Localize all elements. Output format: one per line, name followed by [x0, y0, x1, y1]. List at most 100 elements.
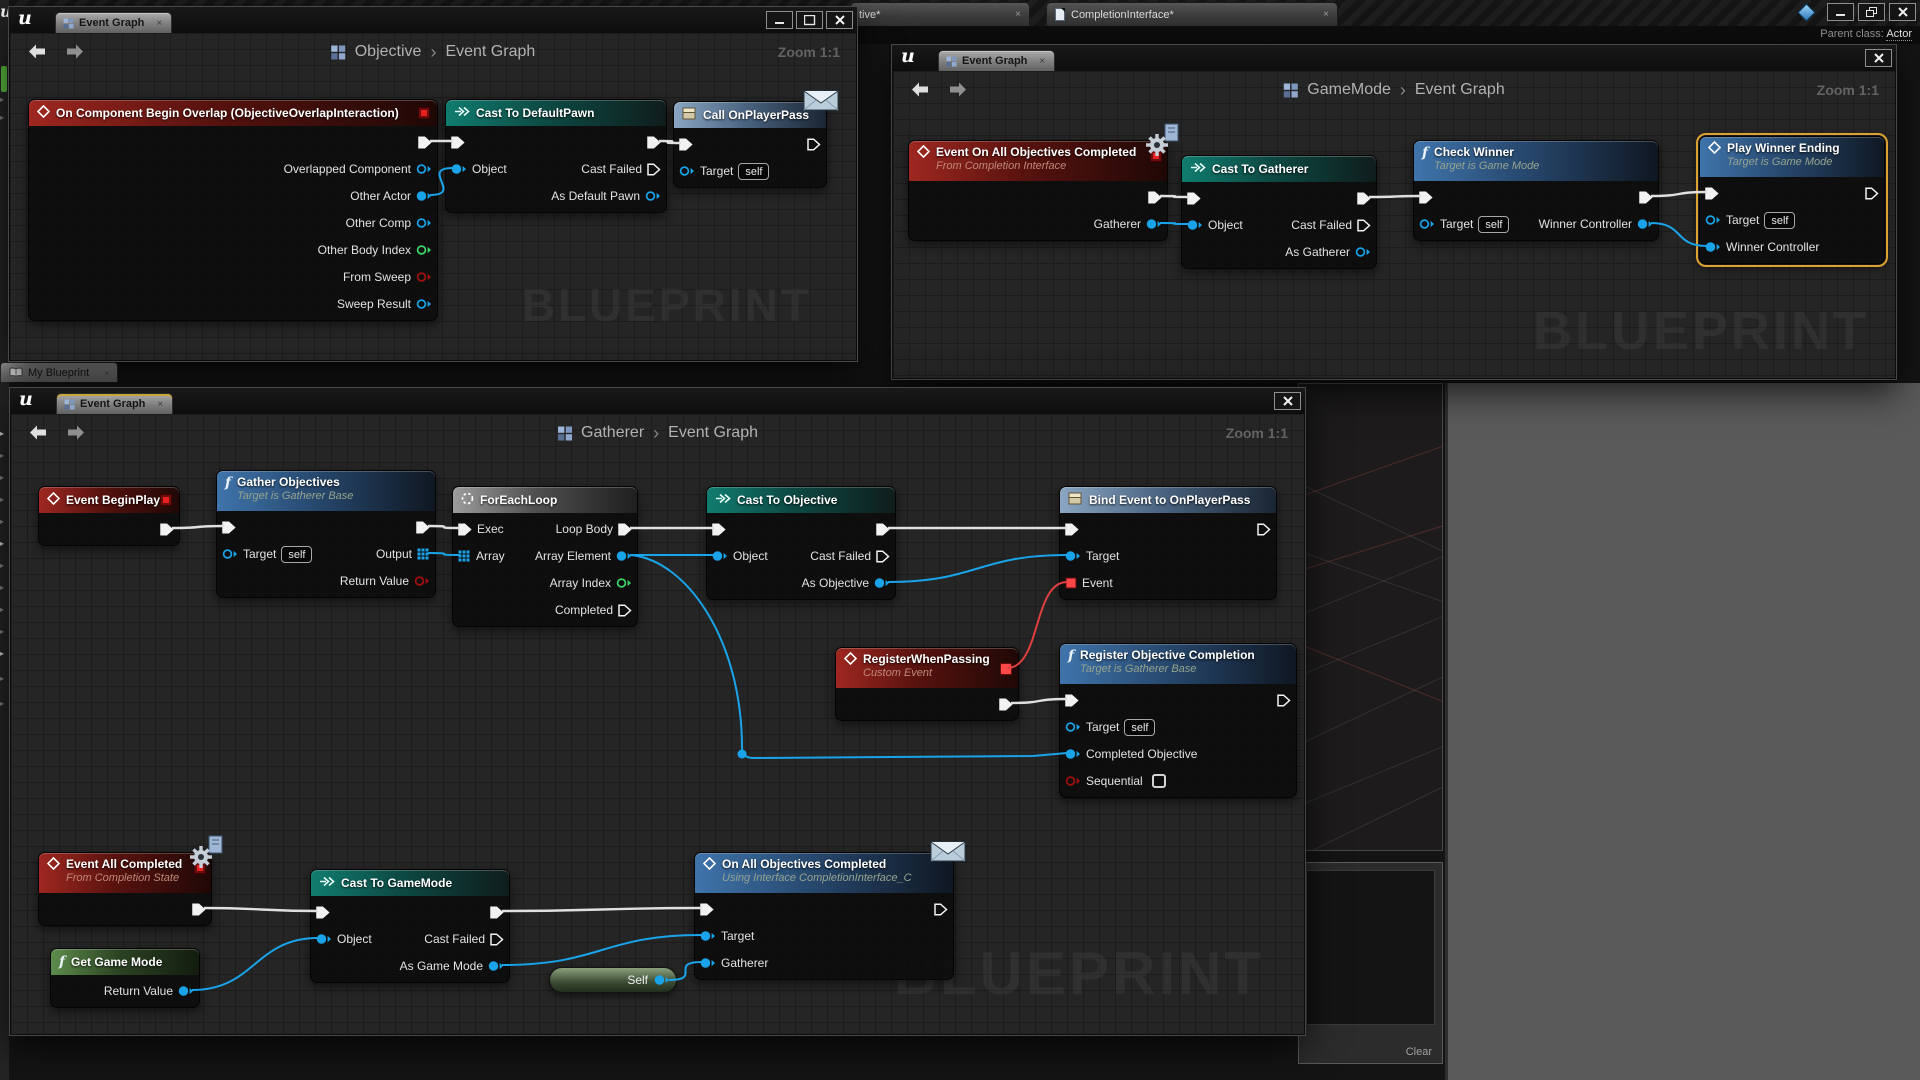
object-pin-icon[interactable]	[1065, 721, 1081, 733]
tree-expander-icon[interactable]: ▸	[0, 451, 5, 460]
bool-pin-icon[interactable]	[416, 271, 432, 283]
pin-as-objective[interactable]: As Objective	[802, 570, 890, 596]
pin-exec[interactable]: Exec	[458, 516, 504, 542]
pin-exec-in[interactable]	[1705, 180, 1719, 206]
pin-exec-out[interactable]	[999, 691, 1013, 717]
node-header[interactable]: ForEachLoop	[453, 487, 637, 513]
exec-pin-icon[interactable]	[807, 137, 821, 151]
exec-pin-icon[interactable]	[451, 135, 465, 149]
stop-record-icon[interactable]	[418, 107, 430, 119]
exec-pin-icon[interactable]	[647, 135, 661, 149]
exec-pin-icon[interactable]	[418, 135, 432, 149]
pin-cast-failed[interactable]: Cast Failed	[810, 543, 890, 569]
pin-cast-failed[interactable]: Cast Failed	[1291, 212, 1371, 238]
pin-object[interactable]: Object	[451, 156, 507, 182]
exec-pin-icon[interactable]	[1357, 191, 1371, 205]
exec-pin-icon[interactable]	[1148, 190, 1162, 204]
exec-pin-icon[interactable]	[490, 905, 504, 919]
tree-expander-icon[interactable]: ▸	[0, 627, 5, 636]
object-pin-icon[interactable]	[654, 974, 670, 986]
object-pin-icon[interactable]	[616, 550, 632, 562]
pin-default-value[interactable]: self	[1764, 211, 1796, 229]
array-pin-icon[interactable]	[458, 550, 471, 563]
pin-other-body-index[interactable]: Other Body Index	[318, 237, 432, 263]
pin-event[interactable]: Event	[1065, 570, 1113, 596]
back-button[interactable]	[909, 81, 931, 98]
object-pin-icon[interactable]	[416, 298, 432, 310]
exec-pin-icon[interactable]	[700, 902, 714, 916]
pin-default-value[interactable]: self	[281, 545, 313, 563]
node-header[interactable]: Cast To GameMode	[311, 870, 509, 896]
object-pin-icon[interactable]	[1065, 550, 1081, 562]
pin-completed[interactable]: Completed	[555, 597, 632, 623]
pin-cast-failed[interactable]: Cast Failed	[424, 926, 504, 952]
forward-button[interactable]	[64, 43, 86, 60]
pin-exec-in[interactable]	[1419, 184, 1433, 210]
pin-exec-out[interactable]	[1277, 687, 1291, 713]
tree-expander-icon[interactable]: ▸	[0, 495, 5, 504]
tree-expander-icon[interactable]: ▸	[0, 473, 5, 482]
tree-expander-icon[interactable]: ▸	[0, 674, 5, 683]
pin-exec-in[interactable]	[1065, 687, 1079, 713]
pin-gatherer[interactable]: Gatherer	[700, 950, 768, 976]
object-pin-icon[interactable]	[1355, 246, 1371, 258]
pin-exec-in[interactable]	[222, 514, 236, 540]
tree-expander-icon[interactable]: ▸	[0, 517, 5, 526]
object-pin-icon[interactable]	[488, 960, 504, 972]
tree-expander-icon[interactable]: ▸	[0, 113, 5, 122]
minimize-button[interactable]	[1827, 3, 1854, 21]
pin-exec-out[interactable]	[416, 514, 430, 540]
breadcrumb[interactable]: Objective › Event Graph	[331, 43, 535, 61]
pin-output[interactable]: Output	[376, 541, 430, 567]
pin-completed-objective[interactable]: Completed Objective	[1065, 741, 1197, 767]
restore-button[interactable]	[1858, 3, 1885, 21]
pin-gatherer[interactable]: Gatherer	[1094, 211, 1162, 237]
breadcrumb[interactable]: Gatherer › Event Graph	[557, 424, 758, 442]
pin-exec-out[interactable]	[1639, 184, 1653, 210]
exec-pin-icon[interactable]	[416, 520, 430, 534]
pin-exec-out[interactable]	[876, 516, 890, 542]
pin-array-index[interactable]: Array Index	[550, 570, 632, 596]
window-gatherer-event-graph[interactable]: u Event Graph × Gatherer › Event Graph Z…	[9, 387, 1306, 1036]
breadcrumb-root[interactable]: GameMode	[1307, 81, 1391, 98]
node-header[interactable]: Call OnPlayerPass	[674, 102, 826, 128]
object-pin-icon[interactable]	[1187, 219, 1203, 231]
minimize-button[interactable]	[766, 11, 793, 29]
tab-event-graph[interactable]: Event Graph ×	[55, 12, 173, 33]
exec-pin-icon[interactable]	[712, 522, 726, 536]
pin-sweep-result[interactable]: Sweep Result	[337, 291, 432, 317]
exec-pin-icon[interactable]	[647, 162, 661, 176]
tree-expander-icon[interactable]: ▸	[0, 429, 5, 438]
tree-expander-icon[interactable]: ▸	[0, 605, 5, 614]
pin-loop-body[interactable]: Loop Body	[556, 516, 632, 542]
event-graph-canvas[interactable]: GameMode › Event Graph Zoom 1:1 BLUEPRIN…	[893, 71, 1895, 378]
pin-return-value[interactable]: Return Value	[104, 978, 194, 1004]
window-gamemode-event-graph[interactable]: u Event Graph × GameMode › Event Graph Z…	[891, 44, 1897, 380]
exec-pin-icon[interactable]	[1639, 190, 1653, 204]
exec-pin-icon[interactable]	[192, 902, 206, 916]
tree-expander-icon[interactable]: ▸	[0, 561, 5, 570]
bool-pin-icon[interactable]	[1065, 775, 1081, 787]
object-pin-icon[interactable]	[712, 550, 728, 562]
tab-my-blueprint[interactable]: My Blueprint ×	[0, 362, 119, 382]
close-icon[interactable]: ×	[1323, 9, 1329, 20]
pin-exec-out[interactable]	[1865, 180, 1879, 206]
window-objective-event-graph[interactable]: u Event Graph × Objective › Event Graph …	[8, 6, 858, 362]
pin-object[interactable]: Object	[316, 926, 372, 952]
checkbox[interactable]	[1151, 774, 1166, 788]
